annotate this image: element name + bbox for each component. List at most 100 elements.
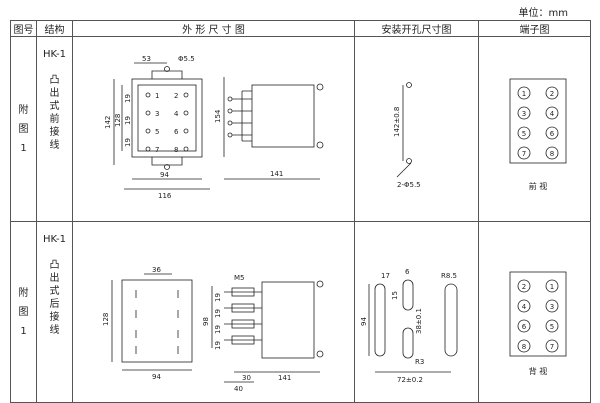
structure-char: 式: [49, 286, 60, 297]
structure-char: 接: [49, 127, 60, 138]
figure-no-cell: 附 图 1: [10, 221, 37, 403]
terminal-number: 3: [521, 110, 525, 118]
terminal-number: 5: [549, 323, 553, 331]
mount-screw: [316, 141, 323, 149]
terminal-number: 4: [521, 303, 526, 311]
header-row: 图号 结构 外 形 尺 寸 图 安装开孔尺寸图 端子图: [10, 20, 591, 37]
table-row: 附 图 1 HK-1 凸 出 式 后 接 线: [10, 221, 591, 403]
dim-label: 141: [278, 374, 291, 382]
mount-hole: [405, 82, 412, 88]
side-terminals: [227, 96, 252, 138]
header-terminal: 端子图: [478, 20, 591, 37]
dim-label: 19: [124, 138, 132, 147]
dim-label: 19: [214, 341, 222, 350]
structure-code: HK-1: [43, 49, 66, 60]
rear-terminal-marks: [135, 290, 178, 354]
mount-hole: [405, 158, 412, 164]
structure-char: 后: [49, 299, 60, 310]
dim-label: 141: [270, 170, 283, 178]
terminal-number: 5: [521, 130, 525, 138]
unit-label: 单位：mm: [518, 8, 568, 19]
dim-label: 2-Φ5.5: [397, 181, 421, 189]
terminal-number: 8: [521, 343, 525, 351]
mounting-drawing-rear: 17 6 R8.5 15 94 38±0.1 R3 72±0.2: [360, 268, 457, 384]
dim-label: 128: [102, 313, 110, 326]
figure-no-cell: 附 图 1: [10, 36, 37, 222]
structure-code: HK-1: [43, 234, 66, 245]
dim-label: R8.5: [441, 272, 457, 280]
terminal-number: 1: [521, 90, 525, 98]
header-outline: 外 形 尺 寸 图: [72, 20, 355, 37]
pin-label: 7: [155, 146, 159, 154]
dim-label: 94: [160, 171, 169, 179]
dim-label: R3: [415, 358, 424, 366]
dim-label: 94: [152, 373, 161, 381]
terminal-number: 1: [549, 283, 553, 291]
mount-screw: [316, 350, 323, 358]
dim-label: 128: [114, 114, 122, 127]
view-label: 前 视: [528, 181, 547, 191]
terminal-number: 2: [521, 283, 525, 291]
header-mounting: 安装开孔尺寸图: [354, 20, 479, 37]
dim-label: 30: [242, 374, 251, 382]
terminal-number: 6: [549, 130, 554, 138]
dim-label: 17: [381, 272, 390, 280]
dim-label: 72±0.2: [397, 376, 423, 384]
pin-label: 6: [174, 128, 179, 136]
dim-label: 36: [152, 266, 161, 274]
dim-label: 116: [158, 192, 172, 200]
figure-no-char: 附: [18, 104, 29, 116]
relay-front-inner: [137, 84, 196, 152]
relay-rear-side-body: [261, 281, 314, 359]
slot-right: [444, 283, 457, 357]
terminal-drawing-cell: 2 1 4 3 6 5 8 7 背 视: [478, 221, 591, 403]
dim-label: 40: [234, 385, 243, 393]
dim-label: M5: [234, 274, 245, 282]
pin-label: 1: [155, 92, 159, 100]
mounting-drawing-cell: 17 6 R8.5 15 94 38±0.1 R3 72±0.2: [354, 221, 479, 403]
structure-char: 线: [49, 140, 60, 151]
dim-label: 142±0.8: [393, 107, 401, 137]
structure-char: 凸: [49, 260, 60, 271]
spec-table: 图号 结构 外 形 尺 寸 图 安装开孔尺寸图 端子图 附 图 1 HK-1 凸…: [10, 20, 591, 403]
outline-drawing-rear: 36 128 94 M5 98: [102, 266, 323, 393]
rear-side-terminals: [223, 287, 262, 345]
terminal-number: 7: [521, 150, 525, 158]
header-structure: 结构: [36, 20, 73, 37]
mounting-drawing-front: 142±0.8 2-Φ5.5: [393, 82, 421, 189]
terminal-diagram-rear: 2 1 4 3 6 5 8 7 背 视: [509, 271, 566, 376]
relay-bottom-ear: [151, 157, 182, 166]
view-label: 背 视: [528, 366, 547, 376]
terminal-number: 6: [521, 323, 526, 331]
dim-label: 19: [214, 309, 222, 318]
outline-drawing-cell: 36 128 94 M5 98: [72, 221, 355, 403]
figure-no-char: 附: [18, 287, 29, 299]
outline-drawing-front: 1 2 3 4 5 6 7 8 53 Φ5.5 142: [104, 55, 323, 200]
dim-label: 19: [214, 325, 222, 334]
dim-label: 53: [142, 55, 151, 63]
dim-label: 154: [214, 109, 222, 123]
dim-label: 19: [214, 293, 222, 302]
terminal-drawing-cell: 1 2 3 4 5 6 7 8 前 视: [478, 36, 591, 222]
structure-char: 接: [49, 312, 60, 323]
structure-char: 前: [49, 114, 60, 125]
structure-char: 出: [49, 88, 60, 99]
header-figure-no: 图号: [10, 20, 37, 37]
dim-label: 98: [202, 317, 210, 326]
figure-no-char: 1: [20, 325, 27, 337]
slot-bottom: [402, 327, 413, 359]
mount-hole: [163, 66, 170, 72]
structure-char: 出: [49, 273, 60, 284]
terminal-diagram-front: 1 2 3 4 5 6 7 8 前 视: [509, 78, 566, 191]
pin-label: 3: [155, 110, 159, 118]
terminal-frame: [509, 271, 566, 357]
relay-rear-body: [121, 279, 192, 363]
relay-side-flange: [241, 90, 252, 142]
slot-left: [374, 283, 385, 357]
dim-label: 6: [405, 268, 410, 276]
relay-side-body: [251, 84, 314, 148]
pin-label: 8: [174, 146, 178, 154]
mount-hole: [163, 164, 170, 170]
dim-label: 19: [124, 94, 132, 103]
terminal-number: 2: [549, 90, 553, 98]
